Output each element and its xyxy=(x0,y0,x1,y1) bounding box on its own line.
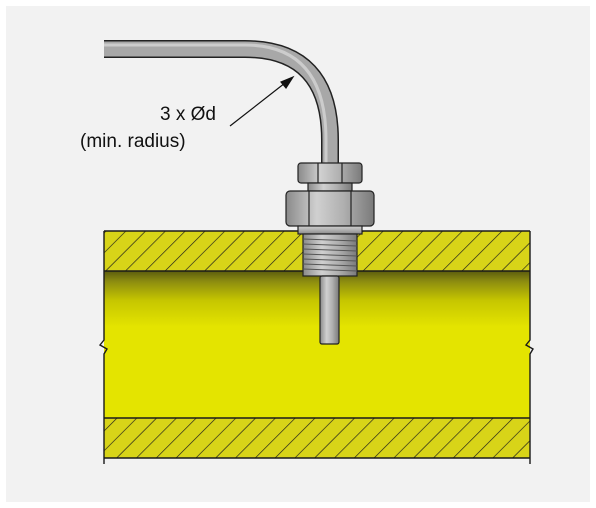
thermowell-sensor-icon xyxy=(319,275,340,345)
capillary-tube xyxy=(104,40,339,168)
compression-fitting-icon xyxy=(285,162,375,277)
pipe-wall-bottom xyxy=(104,418,530,458)
pipe-interior xyxy=(104,271,530,418)
annotation-radius-value: 3 x Ød xyxy=(160,104,216,125)
annotation-radius-note: (min. radius) xyxy=(80,131,186,152)
radius-leader-line xyxy=(229,75,295,127)
